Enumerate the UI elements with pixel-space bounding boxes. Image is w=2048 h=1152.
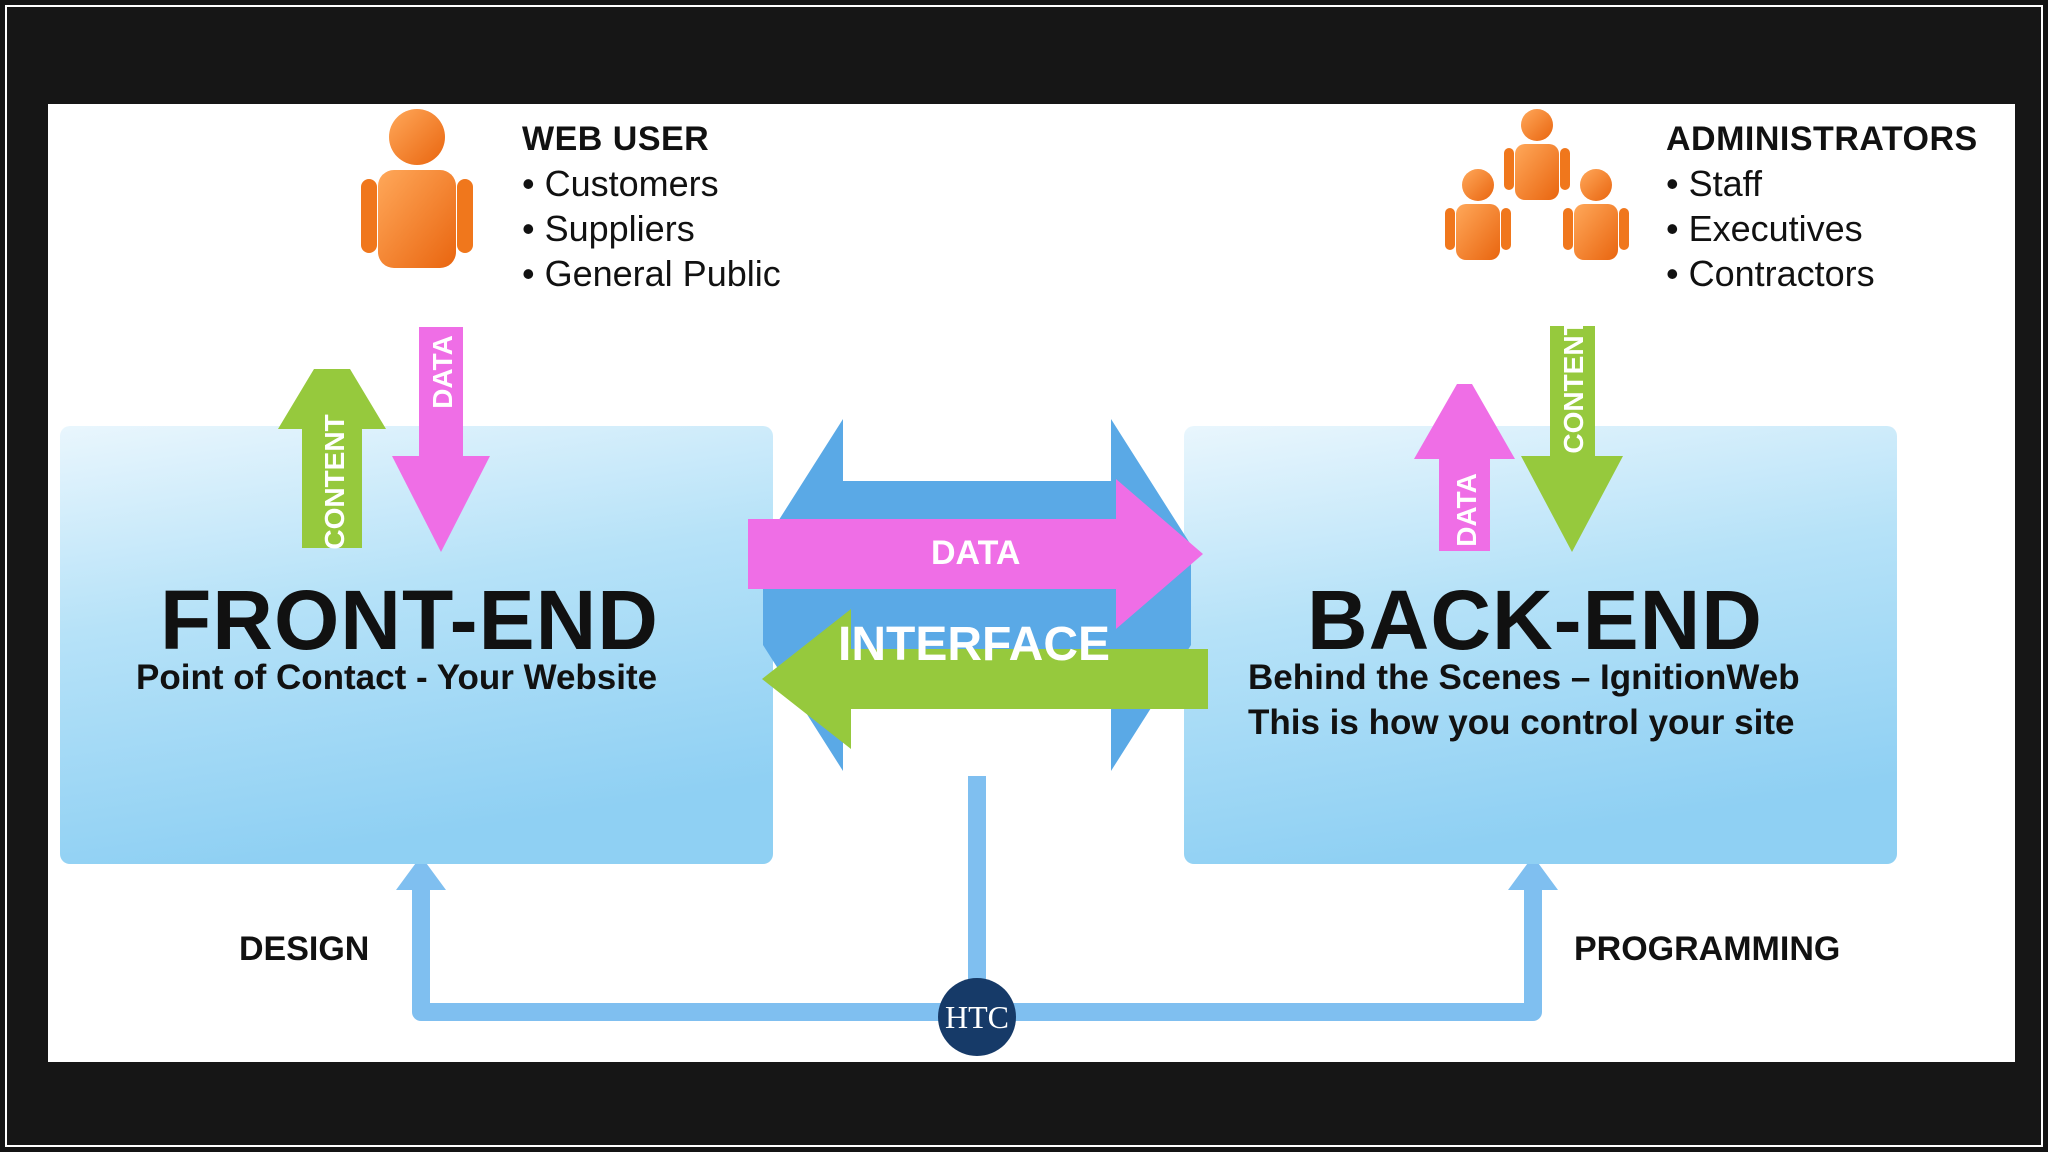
interface-data-label: DATA xyxy=(931,534,1021,572)
administrators-item: Staff xyxy=(1666,161,1875,206)
front-data-arrow-down xyxy=(392,327,490,552)
front-content-arrow-label: CONTENT xyxy=(319,414,350,549)
content-arrow-left xyxy=(762,609,1208,749)
front-end-title: FRONT-END xyxy=(160,573,659,667)
administrators-group-icon xyxy=(1445,109,1629,260)
administrators-heading: ADMINISTRATORS xyxy=(1666,120,1978,158)
web-user-list: Customers Suppliers General Public xyxy=(522,161,781,296)
data-arrow-right xyxy=(748,479,1203,629)
interface-content-label: CONTENT xyxy=(887,722,1052,760)
front-end-panel xyxy=(60,426,773,864)
design-arrowhead xyxy=(396,856,446,890)
administrators-item: Contractors xyxy=(1666,251,1875,296)
htc-logo: HTC xyxy=(938,978,1016,1056)
diagram-canvas: CONTENT DATA DATA CONTENT HTC WEB USER C… xyxy=(48,104,2015,1062)
back-end-panel xyxy=(1184,426,1897,864)
web-user-heading: WEB USER xyxy=(522,120,710,158)
front-end-subtitle: Point of Contact - Your Website xyxy=(136,658,658,697)
interface-label: INTERFACE xyxy=(838,618,1111,671)
front-content-arrow-up xyxy=(278,369,386,548)
programming-label: PROGRAMMING xyxy=(1574,930,1841,968)
slide-frame: CONTENT DATA DATA CONTENT HTC WEB USER C… xyxy=(5,5,2043,1147)
administrators-list: Staff Executives Contractors xyxy=(1666,161,1875,296)
administrators-item: Executives xyxy=(1666,206,1875,251)
web-user-item: General Public xyxy=(522,251,781,296)
back-end-subtitle-1: Behind the Scenes – IgnitionWeb xyxy=(1248,658,1800,697)
front-data-arrow-label: DATA xyxy=(427,335,458,409)
programming-arrowhead xyxy=(1508,856,1558,890)
back-end-subtitle-2: This is how you control your site xyxy=(1248,703,1795,742)
back-end-title: BACK-END xyxy=(1307,573,1763,667)
htc-logo-text: HTC xyxy=(945,999,1009,1035)
diagram-graphics: CONTENT DATA DATA CONTENT HTC xyxy=(60,109,1897,1056)
back-content-arrow-label: CONTENT xyxy=(1558,318,1589,453)
web-user-item: Suppliers xyxy=(522,206,781,251)
back-data-arrow-label: DATA xyxy=(1451,473,1482,547)
web-user-person-icon xyxy=(361,109,473,268)
design-label: DESIGN xyxy=(239,930,370,968)
web-user-item: Customers xyxy=(522,161,781,206)
back-data-arrow-up xyxy=(1414,384,1515,551)
back-content-arrow-down xyxy=(1521,326,1623,552)
